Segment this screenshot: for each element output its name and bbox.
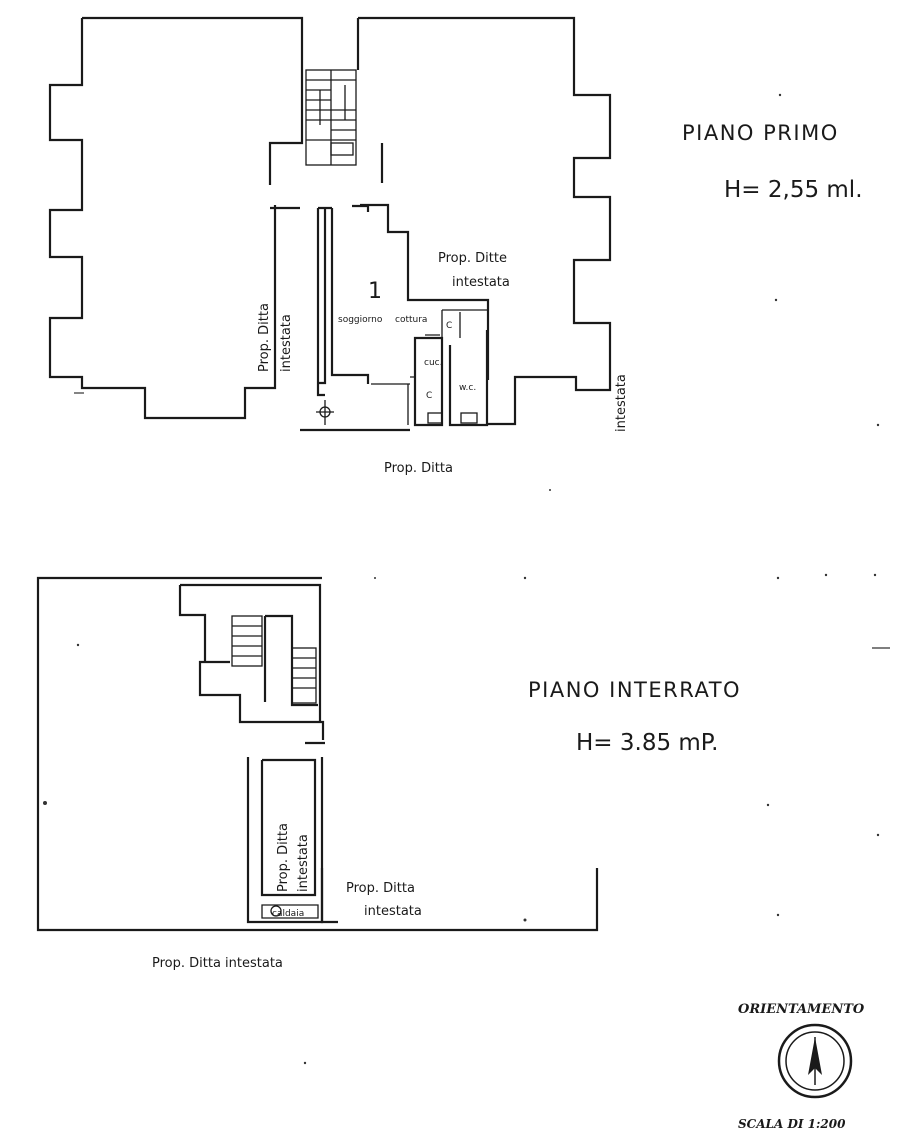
basement-inner-label: Prop. Ditta intestata (276, 823, 311, 892)
basement-inner-room (246, 757, 324, 924)
first-floor-service-block (371, 309, 489, 427)
boiler-label: caldaia (272, 909, 304, 919)
wc-label: w.c. (459, 383, 476, 393)
basement-right-line2: intestata (364, 904, 422, 919)
north-arrow-icon (777, 1023, 853, 1099)
scale-label: SCALA DI 1:200 (738, 1117, 846, 1131)
basement-right-line1: Prop. Ditta (346, 881, 415, 896)
room-name-cooking: cottura (395, 315, 427, 325)
room-number: 1 (368, 279, 382, 304)
first-floor-stairwell (305, 69, 357, 166)
first-floor-plan: PIANO PRIMO H= 2,55 ml. 1 soggiorno cott… (48, 16, 863, 476)
first-floor-corridor-walls (270, 203, 490, 432)
basement-title: PIANO INTERRATO (528, 678, 741, 702)
first-floor-title: PIANO PRIMO (682, 121, 839, 145)
svg-text:intestata: intestata (279, 314, 294, 372)
basement-stair-b (291, 647, 317, 704)
orientation-label: ORIENTAMENTO (738, 1002, 865, 1017)
first-floor-height: H= 2,55 ml. (724, 177, 863, 203)
neighbor-center-line2: intestata (452, 275, 510, 290)
svg-text:Prop. Ditta: Prop. Ditta (276, 823, 291, 892)
neighbor-left-label: Prop. Ditta intestata (257, 303, 294, 372)
basement-plan: PIANO INTERRATO H= 3.85 mP. Prop. Ditta … (36, 576, 741, 971)
neighbor-bottom-label: Prop. Ditta (384, 461, 453, 476)
svg-text:intestata: intestata (614, 374, 629, 432)
svg-text:Prop. Ditta: Prop. Ditta (257, 303, 272, 372)
first-floor-left-wing (48, 16, 304, 420)
basement-height: H= 3.85 mP. (576, 730, 718, 756)
basement-below-label: Prop. Ditta intestata (152, 956, 283, 971)
basement-stair-a (231, 615, 263, 667)
basement-outer-walls (36, 576, 599, 932)
kitchen-label: cuc. (424, 358, 442, 368)
neighbor-center-line1: Prop. Ditte (438, 251, 507, 266)
svg-text:intestata: intestata (296, 834, 311, 892)
room-name-living: soggiorno (338, 315, 383, 325)
wc-letter: C (426, 391, 432, 401)
neighbor-right-label: intestata (614, 374, 629, 432)
orientation-legend: ORIENTAMENTO SCALA DI 1:200 (738, 1002, 865, 1131)
basement-stair-walls (178, 583, 325, 740)
c-mark: C (446, 321, 452, 331)
first-floor-right-wing (356, 16, 612, 426)
scan-specks (43, 93, 890, 1065)
